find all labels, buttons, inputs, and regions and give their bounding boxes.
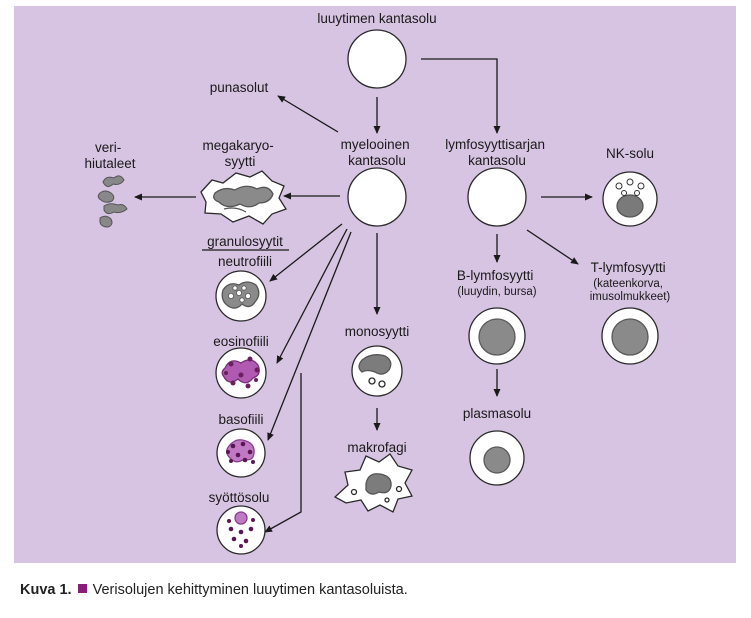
t-cell: [601, 307, 659, 365]
plasma-cell: [469, 430, 525, 486]
stem-cell: [347, 29, 407, 89]
lymphoid-cell: [467, 167, 527, 227]
granulocytes-label: granulosyytit: [207, 234, 283, 249]
macrophage-cell: [333, 453, 413, 513]
arrow-myeloid-to-mast: [264, 373, 302, 533]
megakaryocyte-label: megakaryo- syytti: [202, 138, 277, 169]
basophil-cell: [216, 428, 266, 478]
myeloid-cell: [347, 167, 407, 227]
arrow-myeloid-to-rbc: [277, 95, 339, 133]
myeloid-label: myelooinen kantasolu: [341, 137, 414, 168]
basophil-label: basofiili: [218, 412, 263, 427]
rbc-label: punasolut: [210, 80, 269, 95]
b-cell: [468, 307, 526, 365]
nk-cell: [602, 171, 658, 227]
plasma-label: plasmasolu: [463, 406, 531, 421]
platelets-label: veri- hiutaleet: [84, 140, 135, 171]
eosinophil-label: eosinofiili: [213, 334, 269, 349]
mast-label: syöttösolu: [209, 490, 270, 505]
monocyte-label: monosyytti: [345, 324, 410, 339]
caption-square-icon: [77, 584, 87, 593]
figure-caption: Kuva 1. Verisolujen kehittyminen luuytime…: [20, 582, 408, 598]
arrow-stem-to-lymphoid: [421, 58, 501, 134]
caption-label: Kuva 1.: [20, 582, 72, 598]
megakaryocyte-cell: [200, 170, 287, 225]
b-cell-label: B-lymfosyytti (luuydin, bursa): [457, 268, 537, 298]
arrow-myeloid-to-neutrophil: [269, 223, 343, 282]
platelets-cells: [97, 175, 128, 228]
macrophage-label: makrofagi: [347, 440, 406, 455]
neutrophil-cell: [215, 270, 267, 322]
neutrophil-label: neutrofiili: [218, 254, 272, 269]
monocyte-cell: [351, 345, 403, 397]
arrow-myeloid-to-basophil: [267, 231, 352, 441]
caption-text: Verisolujen kehittyminen luuytimen kanta…: [92, 582, 408, 598]
mast-cell: [216, 505, 266, 555]
arrows: [134, 58, 593, 533]
stem-label: luuytimen kantasolu: [317, 11, 436, 26]
t-cell-label: T-lymfosyytti (kateenkorva, imusolmukkee…: [590, 260, 671, 303]
eosinophil-cell: [215, 347, 267, 399]
arrow-myeloid-to-eosinophil: [276, 228, 348, 364]
lymphoid-label: lymfosyyttisarjan kantasolu: [445, 137, 549, 168]
nk-label: NK-solu: [606, 146, 654, 161]
arrow-lymphoid-to-t: [526, 229, 579, 265]
